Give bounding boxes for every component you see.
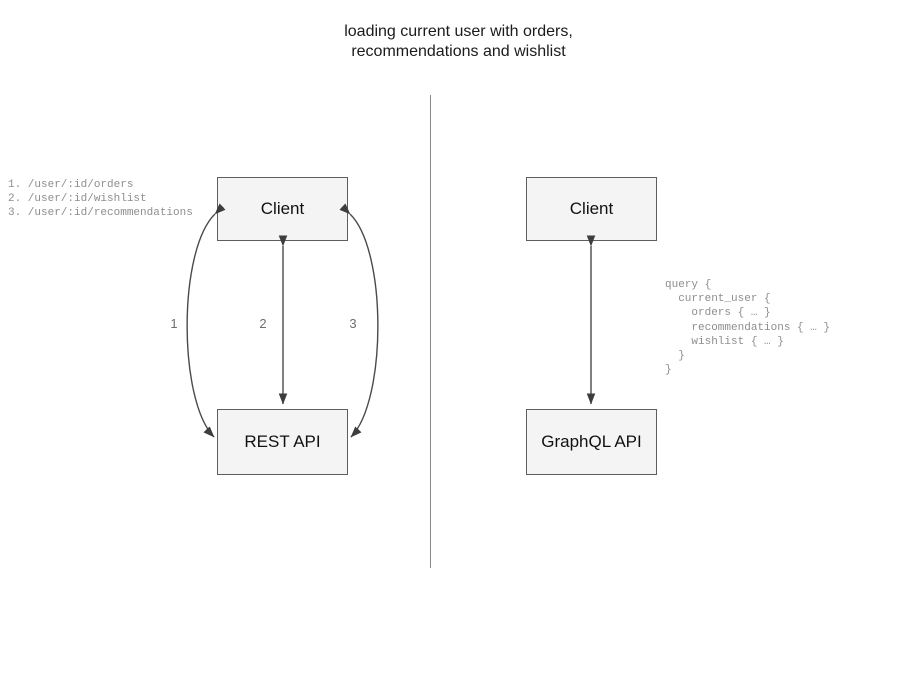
page-title: loading current user with orders, recomm…: [344, 23, 573, 60]
graphql-client-label: Client: [569, 199, 614, 218]
graphql-api-node[interactable]: GraphQL API: [526, 409, 657, 475]
rest-endpoint-list: 1. /user/:id/orders 2. /user/:id/wishlis…: [8, 179, 193, 220]
rest-client-node[interactable]: Client: [217, 177, 348, 241]
rest-arrow-label-1: 1: [170, 316, 178, 331]
rest-arrow-label-2: 2: [259, 316, 267, 331]
rest-connector-1: [186, 203, 226, 438]
rest-api-node[interactable]: REST API: [217, 409, 348, 475]
graphql-query-block: query { current_user { orders { … } reco…: [665, 279, 831, 377]
vertical-divider: [430, 95, 431, 568]
rest-client-label: Client: [260, 199, 305, 218]
graphql-api-label: GraphQL API: [541, 432, 642, 451]
graphql-client-node[interactable]: Client: [526, 177, 657, 241]
rest-api-label: REST API: [244, 432, 321, 451]
rest-arrow-label-3: 3: [349, 316, 357, 331]
